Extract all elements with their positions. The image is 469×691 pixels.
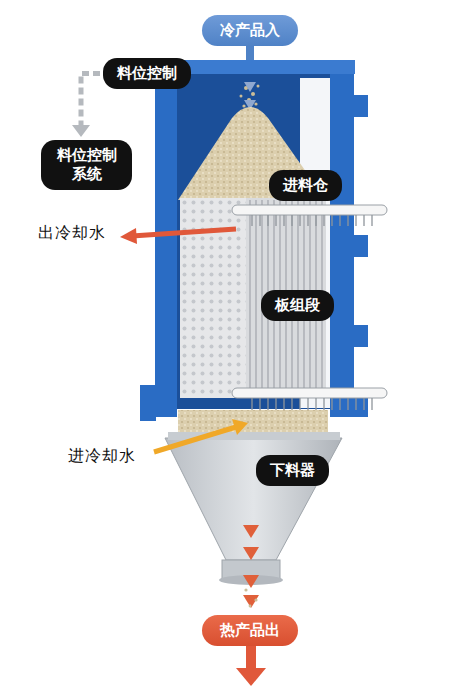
pill-text: 冷产品入	[220, 21, 280, 40]
pill-text: 板组段	[275, 296, 320, 315]
water-inlet-label: 进冷却水	[68, 446, 136, 467]
pill-text: 下料器	[270, 461, 315, 480]
callout-pill: 下料器	[256, 455, 329, 486]
pill-text: 料位控制	[117, 64, 177, 83]
water-outlet-label: 出冷却水	[38, 223, 106, 244]
arrow-head	[72, 125, 90, 137]
connector-line	[81, 73, 100, 126]
pill-text: 料位控制系统	[55, 146, 118, 184]
callout-pill: 板组段	[261, 290, 334, 321]
dashed-connector	[72, 73, 100, 137]
pill-text: 热产品出	[220, 621, 280, 640]
outlet-pill: 热产品出	[202, 615, 298, 646]
callout-pill: 料位控制系统	[41, 140, 132, 190]
callout-pill: 料位控制	[103, 58, 191, 89]
callout-pill: 进料仓	[269, 170, 342, 201]
inlet-pill: 冷产品入	[202, 15, 298, 46]
pill-text: 进料仓	[283, 176, 328, 195]
